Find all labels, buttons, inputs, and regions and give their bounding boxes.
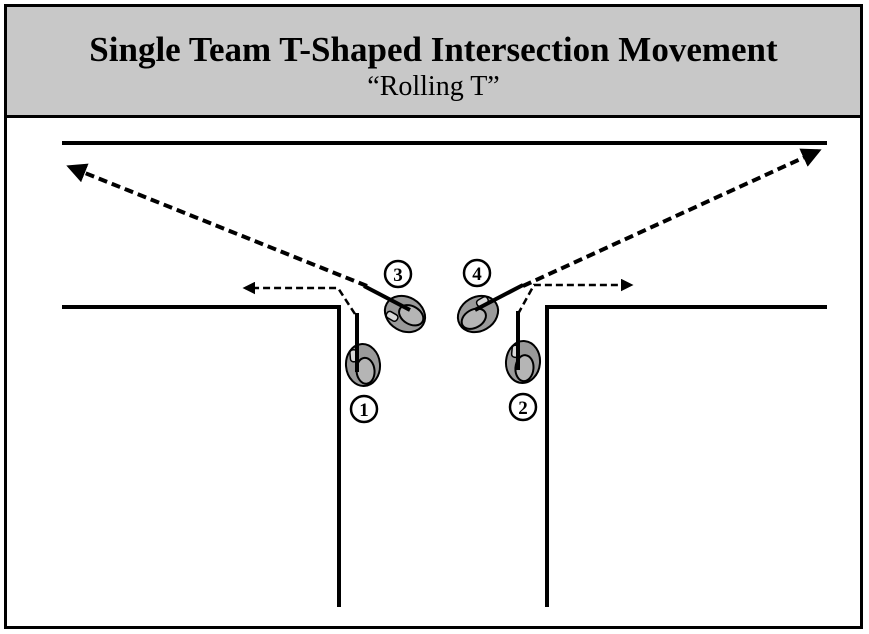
position-number-3: 3 — [393, 265, 403, 286]
officer-1-icon — [343, 341, 383, 389]
position-marker-3: 3 — [383, 259, 413, 289]
position-marker-1: 1 — [349, 394, 379, 424]
position-number-4: 4 — [472, 264, 482, 285]
diagram-subtitle: “Rolling T” — [367, 71, 500, 102]
position-number-1: 1 — [359, 400, 369, 421]
header-banner: Single Team T-Shaped Intersection Moveme… — [7, 7, 860, 118]
position-marker-2: 2 — [508, 392, 538, 422]
path-arrow-far-right — [522, 148, 822, 288]
path-arrow-far-left — [66, 163, 368, 288]
diagram-title: Single Team T-Shaped Intersection Moveme… — [89, 30, 778, 69]
position-marker-4: 4 — [462, 258, 492, 288]
officer-3-rifle — [363, 284, 411, 312]
officer-2-icon — [503, 338, 543, 386]
path-arrow-near-left — [242, 281, 357, 315]
right-street-corner — [545, 305, 827, 607]
officer-4-icon — [450, 287, 506, 341]
left-street-corner — [62, 305, 341, 607]
position-number-2: 2 — [518, 398, 528, 419]
diagram-frame: Single Team T-Shaped Intersection Moveme… — [4, 4, 863, 629]
path-arrow-near-right — [516, 278, 634, 315]
officer-4-rifle — [474, 283, 524, 312]
